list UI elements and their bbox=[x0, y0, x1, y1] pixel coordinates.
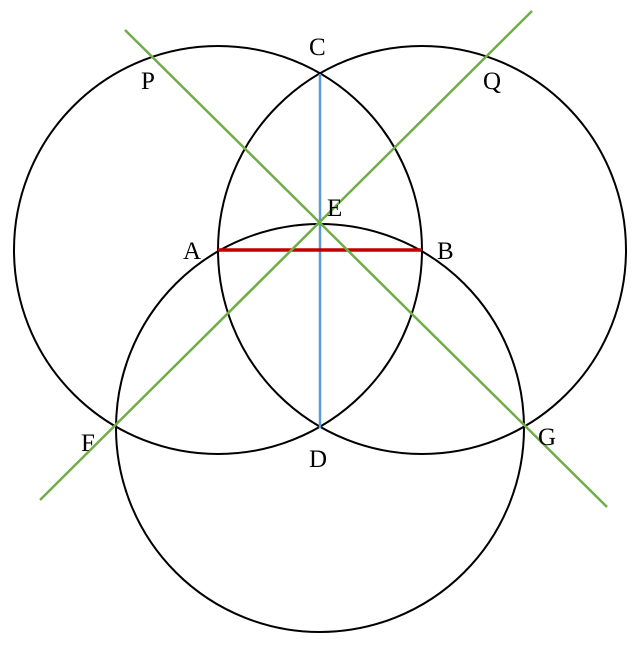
label-f: F bbox=[81, 430, 95, 457]
line-fq bbox=[39, 10, 533, 501]
label-q: Q bbox=[483, 68, 501, 95]
label-b: B bbox=[437, 238, 454, 265]
label-a: A bbox=[183, 238, 201, 265]
label-g: G bbox=[538, 424, 556, 451]
label-p: P bbox=[141, 68, 155, 95]
line-pg bbox=[124, 29, 608, 508]
label-c: C bbox=[309, 34, 326, 61]
label-d: D bbox=[309, 446, 327, 473]
label-e: E bbox=[327, 195, 342, 222]
